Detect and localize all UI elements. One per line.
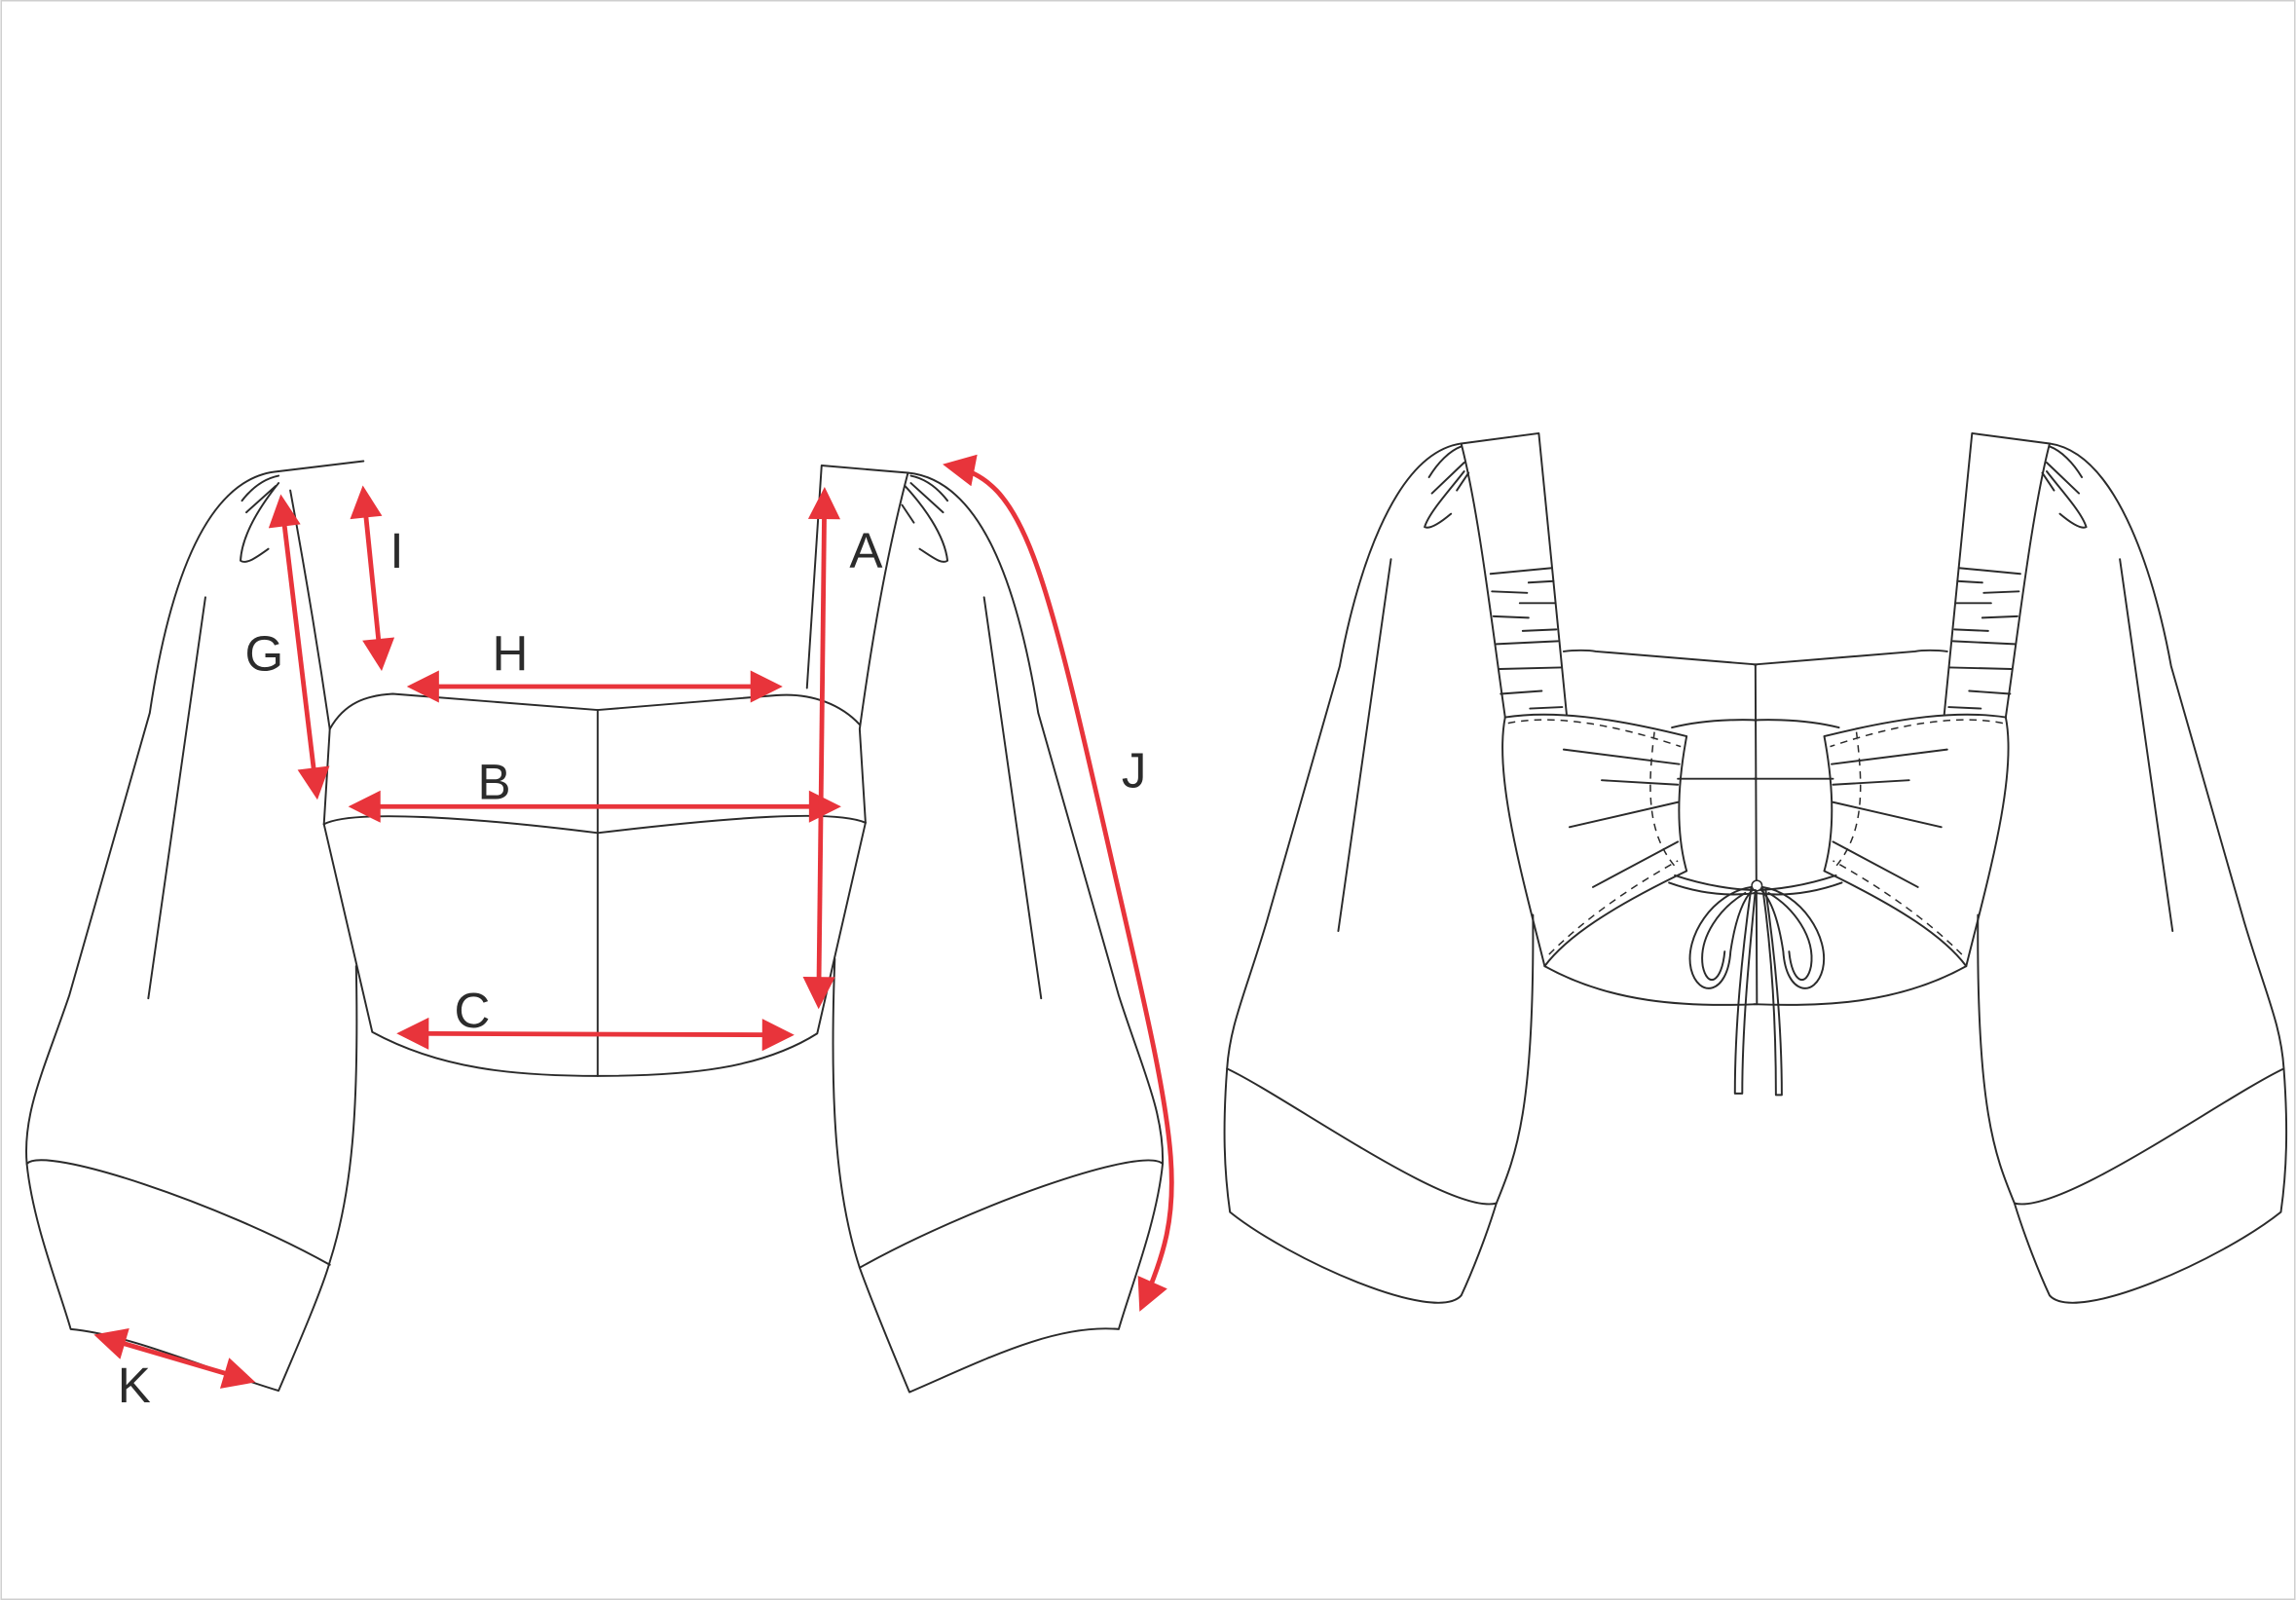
- label-j: J: [1122, 743, 1147, 799]
- label-a: A: [849, 523, 882, 578]
- measure-j: [943, 454, 1174, 1312]
- measurements: A B C G H I J K: [93, 454, 1174, 1413]
- back-view: [1223, 431, 2288, 1304]
- front-bodice: [322, 692, 867, 1077]
- measure-a: [802, 486, 841, 1010]
- back-left-half: [1223, 431, 1759, 1304]
- measure-c: [396, 1017, 795, 1052]
- label-b: B: [478, 755, 511, 810]
- label-k: K: [118, 1358, 151, 1413]
- label-c: C: [454, 983, 490, 1038]
- measure-g: [268, 494, 330, 800]
- label-i: I: [389, 523, 403, 578]
- measure-k: [93, 1328, 256, 1389]
- label-g: G: [245, 625, 284, 681]
- label-h: H: [493, 625, 529, 681]
- front-left-sleeve: [25, 470, 358, 1393]
- back-center: [1688, 663, 1826, 1097]
- measure-i: [350, 485, 395, 672]
